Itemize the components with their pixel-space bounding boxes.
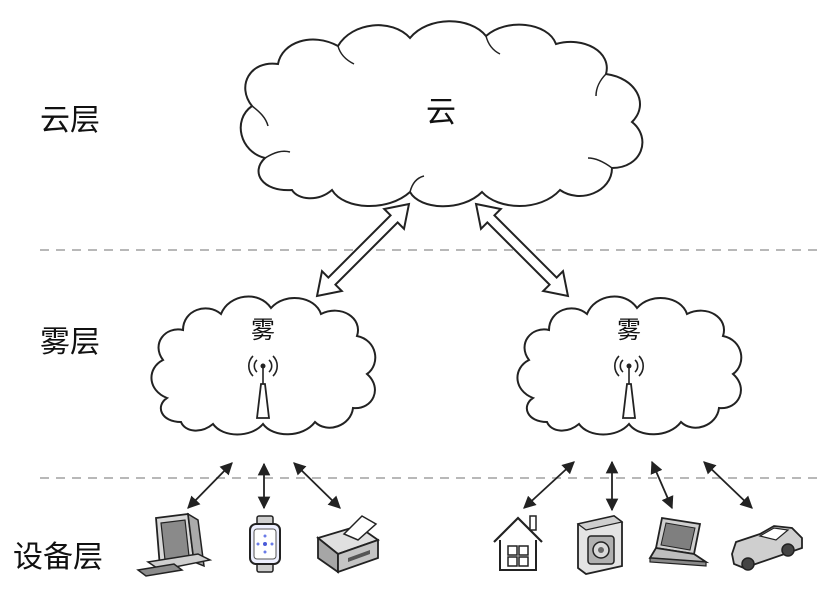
fog-node-right: 雾 bbox=[517, 297, 741, 435]
desktop-computer-icon bbox=[138, 514, 210, 576]
cloud-label: 云 bbox=[426, 95, 456, 130]
link-fog-printer bbox=[294, 463, 340, 508]
car-icon bbox=[732, 526, 802, 570]
link-fog-home bbox=[524, 462, 574, 508]
camera-icon bbox=[578, 516, 622, 574]
cloud-shape: 云 bbox=[241, 21, 643, 206]
link-fog-desktop bbox=[188, 463, 232, 508]
fog-label-right: 雾 bbox=[617, 316, 641, 344]
fog-node-left: 雾 bbox=[151, 297, 375, 435]
smart-home-icon bbox=[494, 516, 542, 570]
smartwatch-icon bbox=[250, 516, 280, 572]
cloud-fog-link-left bbox=[307, 194, 419, 306]
printer-icon bbox=[318, 516, 378, 572]
fog-label-left: 雾 bbox=[251, 316, 275, 344]
laptop-icon bbox=[650, 518, 706, 566]
link-fog-laptop bbox=[652, 462, 672, 508]
cloud-fog-link-right bbox=[466, 194, 578, 306]
link-fog-car bbox=[704, 462, 752, 508]
